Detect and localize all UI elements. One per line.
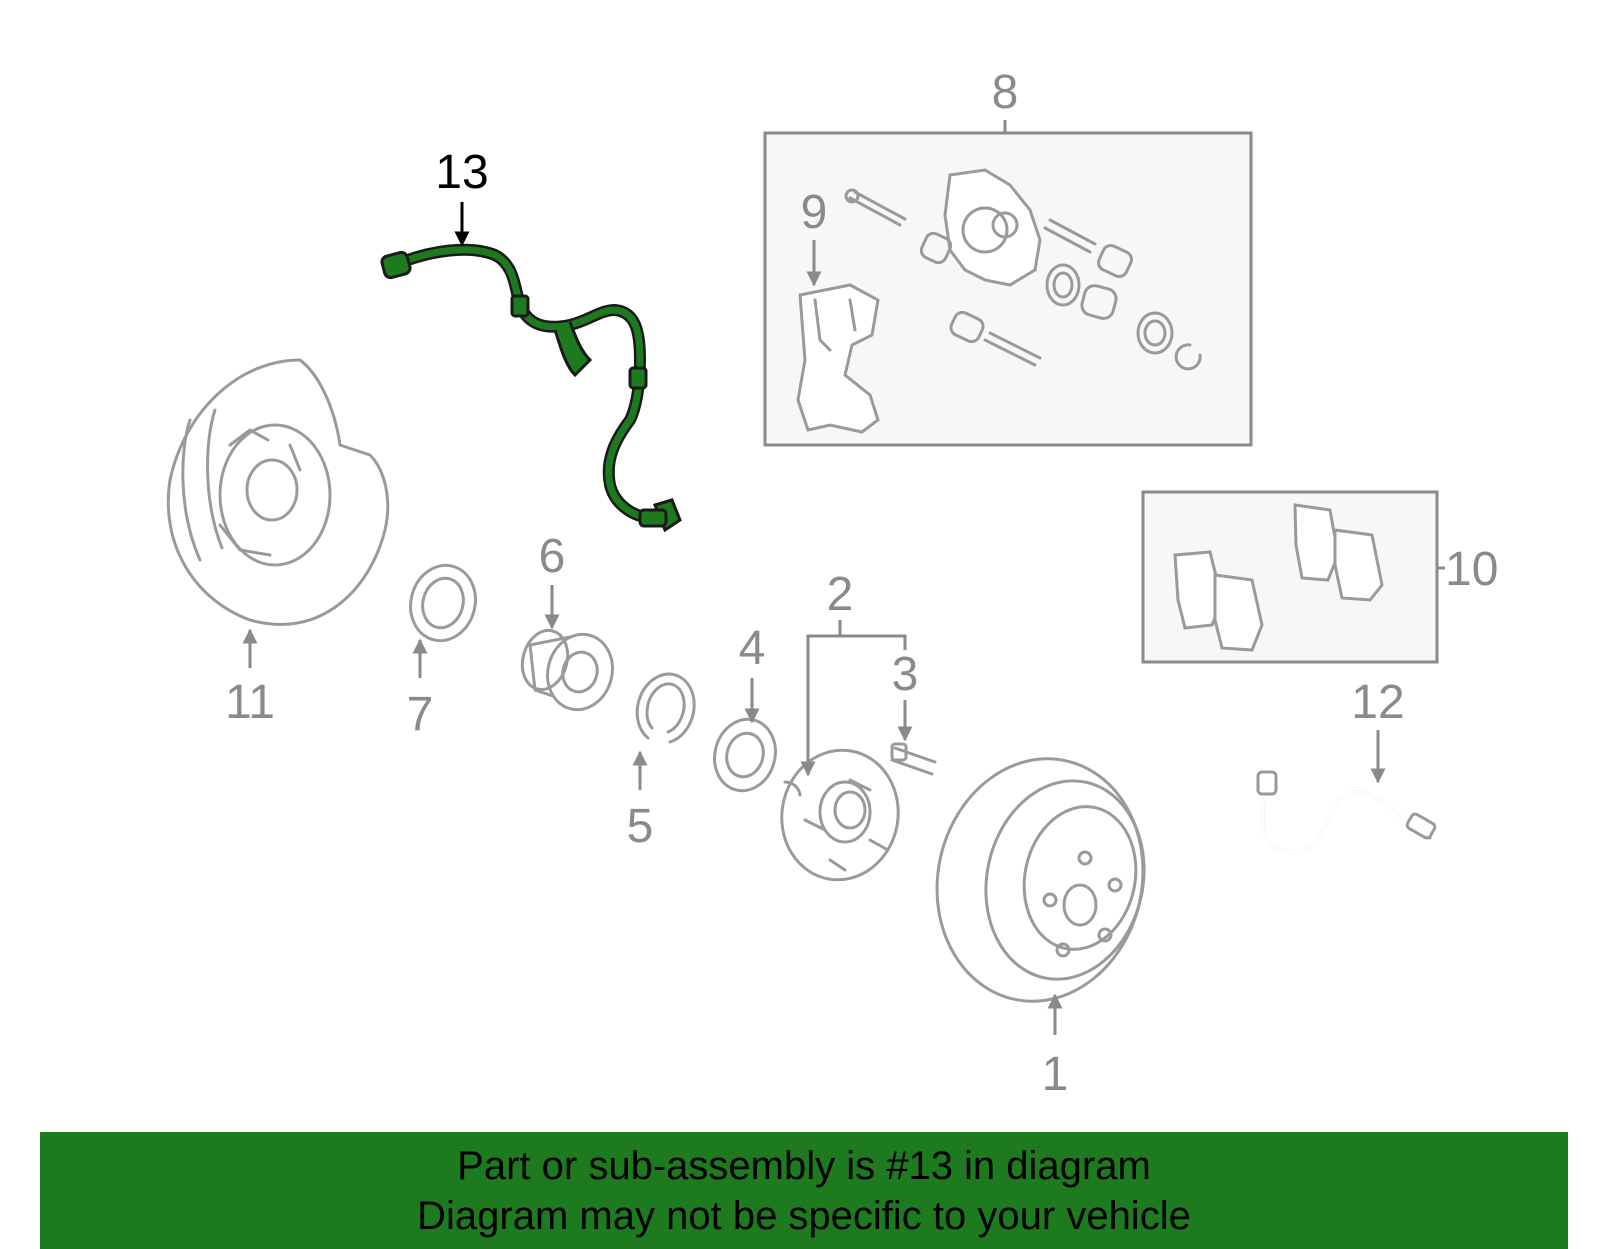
abs-sensor-wire-part-13[interactable]	[380, 243, 682, 533]
callout-11[interactable]: 11	[225, 676, 275, 729]
banner-line-part: Part or sub-assembly is #13 in diagram	[457, 1143, 1151, 1188]
callout-13[interactable]: 13	[435, 146, 488, 199]
callout-3[interactable]: 3	[892, 648, 919, 701]
snap-ring-part-5[interactable]	[635, 672, 696, 744]
brake-pads-box-part-10[interactable]	[1141, 490, 1445, 664]
brake-rotor-part-1[interactable]	[915, 739, 1165, 1020]
callout-1[interactable]: 1	[1042, 1048, 1069, 1101]
callout-8[interactable]: 8	[992, 66, 1019, 119]
leader-2	[806, 634, 907, 770]
callout-10[interactable]: 10	[1445, 543, 1498, 596]
oil-seal-part-7[interactable]	[402, 558, 483, 648]
seal-part-4[interactable]	[707, 712, 784, 797]
callout-4[interactable]: 4	[739, 622, 766, 675]
hub-bolt-part-3[interactable]	[890, 742, 937, 776]
callout-2[interactable]: 2	[827, 568, 854, 621]
callout-6[interactable]: 6	[539, 530, 566, 583]
caliper-bracket-part-9[interactable]	[796, 283, 880, 434]
callout-5[interactable]: 5	[627, 800, 654, 853]
caliper-assembly-box-part-8[interactable]: 9	[763, 120, 1253, 447]
info-banner: Part or sub-assembly is #13 in diagram D…	[40, 1132, 1568, 1249]
wheel-bearing-part-6[interactable]	[516, 625, 621, 717]
backing-plate-part-11[interactable]	[166, 358, 390, 626]
callout-12[interactable]: 12	[1351, 676, 1404, 729]
brake-hose-part-12[interactable]	[1256, 770, 1437, 854]
banner-line-disclaimer: Diagram may not be specific to your vehi…	[417, 1193, 1191, 1238]
callout-9[interactable]: 9	[801, 186, 828, 239]
callout-7[interactable]: 7	[407, 688, 434, 741]
hub-assembly-part-2[interactable]	[772, 741, 909, 889]
